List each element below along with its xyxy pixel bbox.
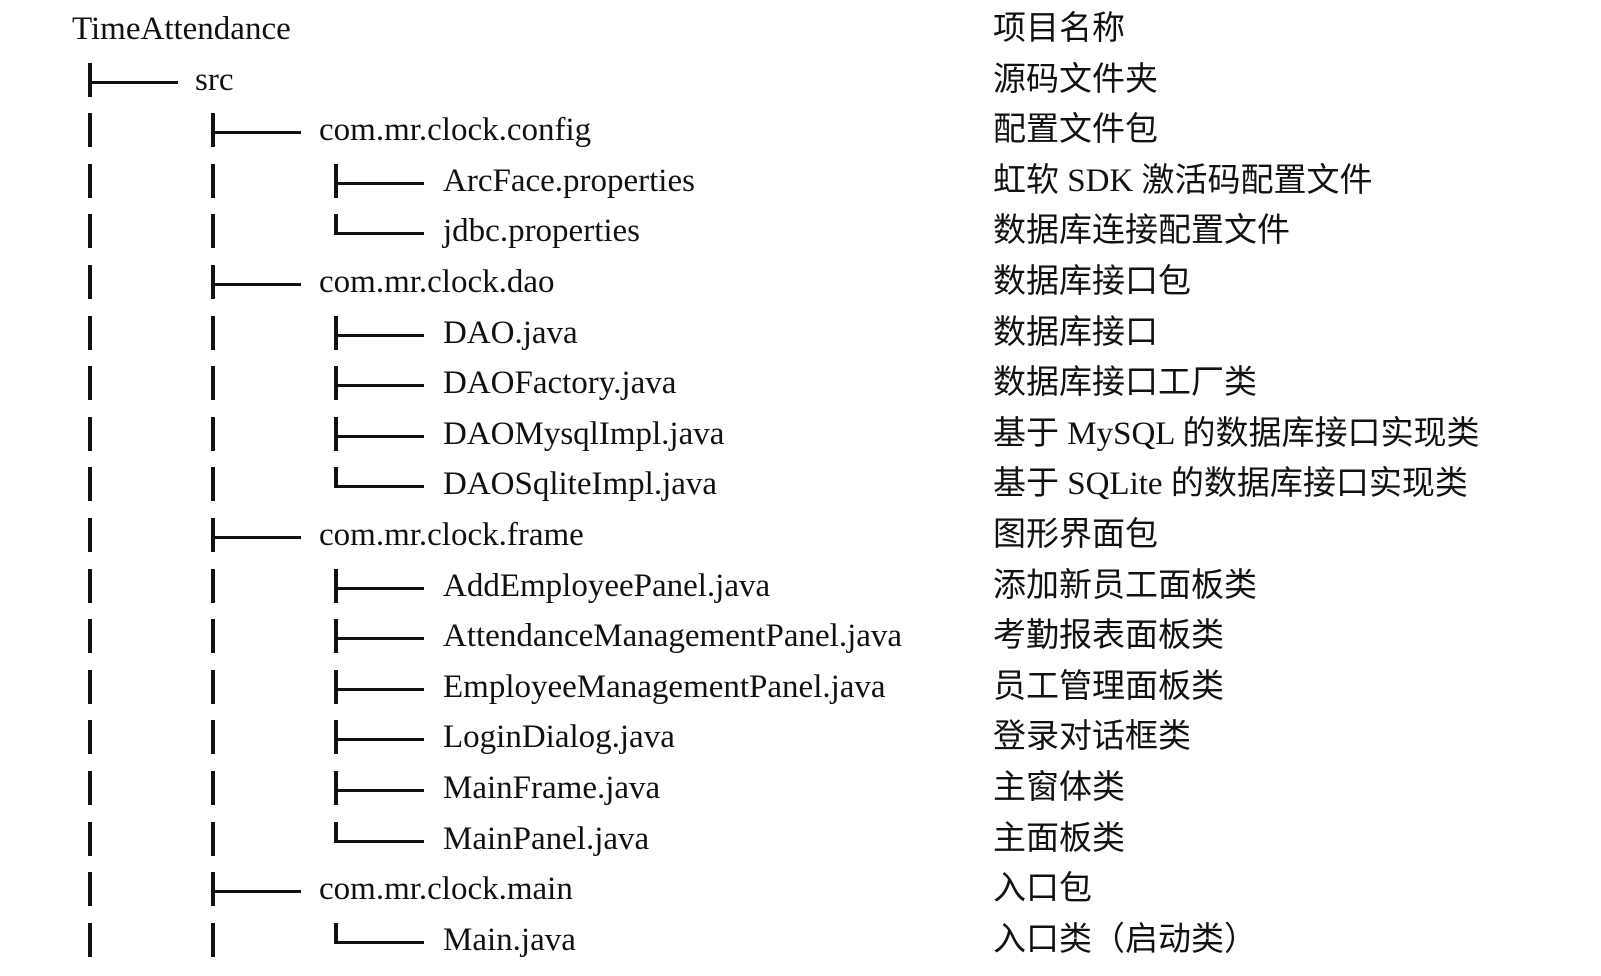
tree-node-name: DAOFactory.java: [443, 365, 677, 402]
project-name: TimeAttendance: [72, 11, 291, 47]
tree-node-description: 项目名称: [993, 11, 1125, 47]
tree-pipe-line: [88, 366, 92, 401]
tree-node-description: 主面板类: [993, 820, 1125, 857]
tree-node-description: 数据库接口包: [993, 264, 1191, 300]
tree-pipe-line: [88, 416, 92, 451]
tree-node-name: DAOSqliteImpl.java: [443, 466, 718, 503]
tree-row: com.mr.clock.frame 图形界面包: [0, 510, 1601, 560]
tree-row: DAO.java 数据库接口: [0, 308, 1601, 358]
tree-pipe-line: [88, 922, 92, 957]
tree-node-description: 主窗体类: [993, 770, 1125, 806]
tree-pipe-line: [88, 113, 92, 148]
tree-pipe-line: [211, 315, 215, 350]
tree-node-description: 数据库接口: [993, 314, 1158, 351]
tree-node-description: 员工管理面板类: [993, 668, 1224, 705]
tree-node-name: src: [195, 61, 234, 98]
tree-row: TimeAttendance 项目名称: [0, 4, 1601, 54]
tree-node-description: 源码文件夹: [993, 61, 1158, 98]
tree-node-name: MainPanel.java: [443, 820, 650, 857]
tree-pipe-line: [88, 265, 92, 299]
tree-row: LoginDialog.java 登录对话框类: [0, 712, 1601, 762]
tree-pipe-line: [88, 669, 92, 704]
tree-row: AttendanceManagementPanel.java 考勤报表面板类: [0, 611, 1601, 661]
tree-node-name: com.mr.clock.dao: [319, 264, 555, 300]
tree-node-name: com.mr.clock.main: [319, 871, 573, 908]
tree-pipe-line: [88, 771, 92, 805]
tree-pipe-line: [211, 922, 215, 957]
tree-row: src 源码文件夹: [0, 55, 1601, 105]
tree-node-description: 配置文件包: [993, 112, 1158, 149]
tree-pipe-line: [211, 416, 215, 451]
tree-pipe-line: [211, 214, 215, 249]
tree-node-description: 入口类（启动类）: [993, 921, 1257, 958]
tree-node-description: 考勤报表面板类: [993, 618, 1224, 655]
tree-node-description: 基于 SQLite 的数据库接口实现类: [993, 466, 1468, 503]
tree-row: EmployeeManagementPanel.java 员工管理面板类: [0, 662, 1601, 712]
tree-node-name: Main.java: [443, 921, 576, 958]
tree-node-name: DAO.java: [443, 314, 578, 351]
tree-node-name: ArcFace.properties: [443, 162, 695, 199]
tree-node-description: 基于 MySQL 的数据库接口实现类: [993, 415, 1480, 452]
tree-pipe-line: [211, 619, 215, 654]
tree-node-name: com.mr.clock.config: [319, 112, 592, 149]
tree-node-name: jdbc.properties: [443, 213, 641, 250]
tree-row: com.mr.clock.dao 数据库接口包: [0, 257, 1601, 307]
tree-pipe-line: [88, 720, 92, 755]
tree-pipe-line: [88, 214, 92, 249]
tree-row: DAOSqliteImpl.java 基于 SQLite 的数据库接口实现类: [0, 459, 1601, 509]
tree-pipe-line: [88, 821, 92, 856]
tree-row: DAOFactory.java 数据库接口工厂类: [0, 358, 1601, 408]
tree-node-name: EmployeeManagementPanel.java: [443, 668, 886, 705]
tree-row: AddEmployeePanel.java 添加新员工面板类: [0, 561, 1601, 611]
tree-node-name: AddEmployeePanel.java: [443, 567, 771, 604]
tree-node-description: 登录对话框类: [993, 719, 1191, 756]
tree-row: MainFrame.java 主窗体类: [0, 763, 1601, 813]
tree-node-description: 图形界面包: [993, 517, 1158, 553]
tree-pipe-line: [88, 467, 92, 502]
tree-node-description: 数据库接口工厂类: [993, 365, 1257, 402]
tree-pipe-line: [211, 821, 215, 856]
tree-node-description: 入口包: [993, 871, 1092, 908]
tree-row: com.mr.clock.config 配置文件包: [0, 105, 1601, 155]
tree-pipe-line: [88, 518, 92, 552]
tree-pipe-line: [88, 619, 92, 654]
tree-node-description: 数据库连接配置文件: [993, 213, 1290, 250]
tree-pipe-line: [88, 163, 92, 198]
tree-node-name: AttendanceManagementPanel.java: [443, 618, 903, 655]
tree-node-name: com.mr.clock.frame: [319, 517, 584, 553]
tree-pipe-line: [88, 568, 92, 603]
tree-pipe-line: [211, 568, 215, 603]
tree-node-name: LoginDialog.java: [443, 719, 675, 756]
tree-node-name: DAOMysqlImpl.java: [443, 415, 725, 452]
tree-row: DAOMysqlImpl.java 基于 MySQL 的数据库接口实现类: [0, 409, 1601, 459]
tree-pipe-line: [88, 315, 92, 350]
tree-pipe-line: [211, 366, 215, 401]
tree-pipe-line: [211, 771, 215, 805]
tree-row: Main.java 入口类（启动类）: [0, 915, 1601, 965]
tree-row: MainPanel.java 主面板类: [0, 814, 1601, 864]
tree-row: com.mr.clock.main 入口包: [0, 864, 1601, 914]
tree-row: jdbc.properties 数据库连接配置文件: [0, 206, 1601, 256]
tree-node-name: MainFrame.java: [443, 770, 661, 806]
tree-pipe-line: [211, 163, 215, 198]
tree-row: ArcFace.properties 虹软 SDK 激活码配置文件: [0, 156, 1601, 206]
tree-pipe-line: [88, 872, 92, 907]
tree-pipe-line: [211, 720, 215, 755]
tree-pipe-line: [211, 669, 215, 704]
tree-node-description: 虹软 SDK 激活码配置文件: [993, 162, 1373, 199]
tree-pipe-line: [211, 467, 215, 502]
tree-node-description: 添加新员工面板类: [993, 567, 1257, 604]
